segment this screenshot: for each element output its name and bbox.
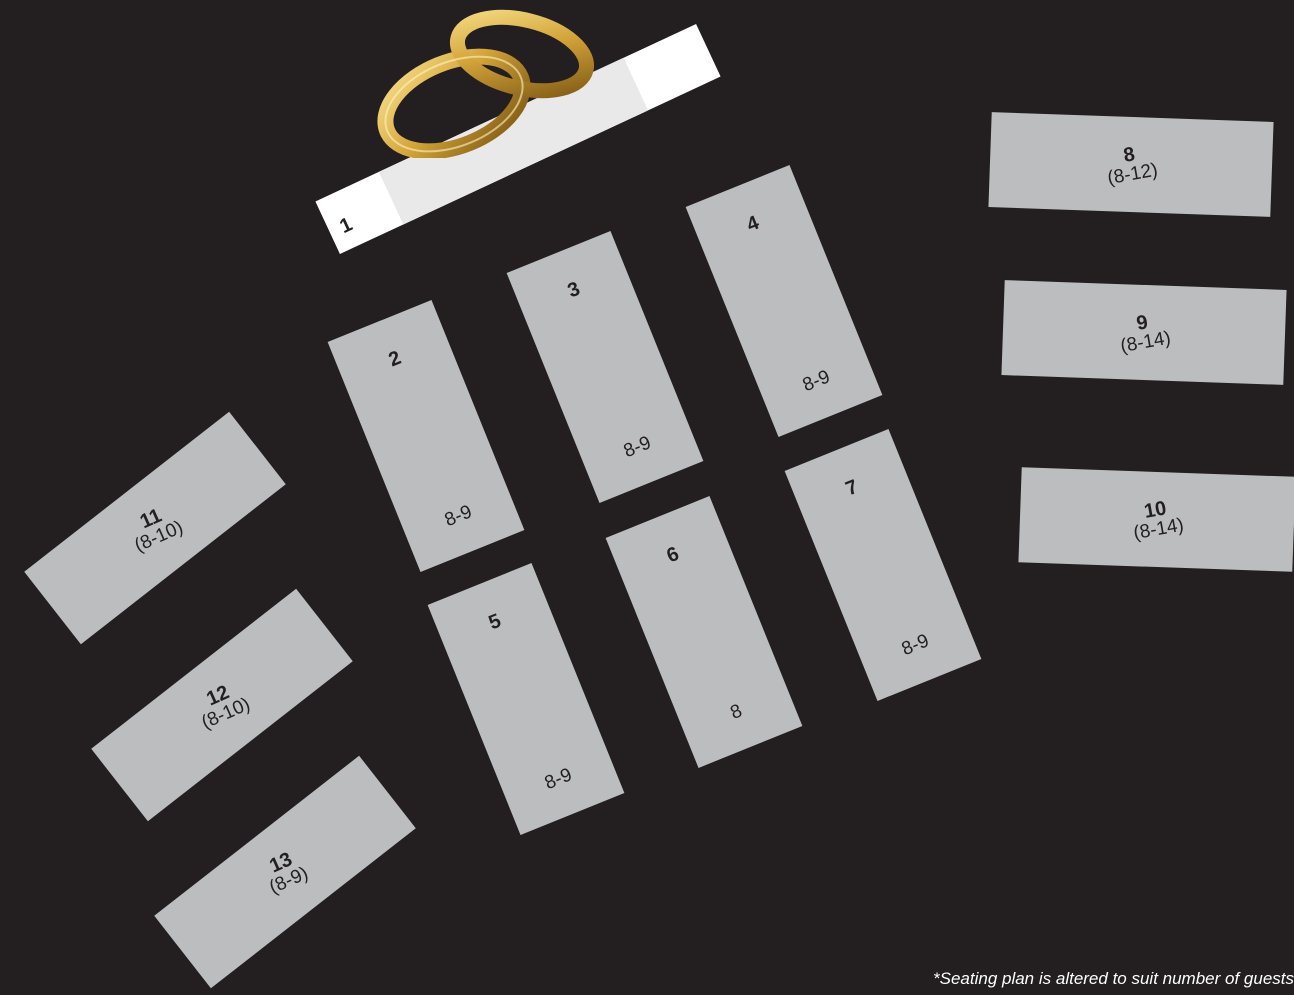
table-seats: 8-9: [503, 748, 615, 810]
wedding-rings-icon: [372, 6, 612, 158]
table-seats: 8-9: [860, 614, 972, 676]
table-seats: (8-10): [36, 475, 282, 599]
table-seats: 8-9: [403, 485, 515, 547]
table-caption: 10 (8-14): [1019, 476, 1294, 563]
table-seats: 8: [681, 681, 793, 743]
table-number: 2: [339, 328, 451, 391]
table-2: 2 8-9: [328, 300, 525, 572]
table-12: 12 (8-10): [91, 589, 353, 822]
table-number: 3: [518, 259, 630, 322]
table-9: 9 (8-14): [1001, 280, 1286, 385]
table-number: 4: [697, 193, 809, 256]
table-number: 11: [28, 457, 274, 581]
table-caption: 8 (8-12): [989, 120, 1274, 208]
table-8: 8 (8-12): [988, 112, 1273, 217]
table-number: 12: [95, 634, 341, 758]
table-10: 10 (8-14): [1018, 467, 1294, 572]
footnote: *Seating plan is altered to suit number …: [933, 969, 1294, 989]
table-3: 3 8-9: [507, 231, 704, 503]
table-caption: 12 (8-10): [95, 634, 349, 776]
table-seats: (8-10): [103, 652, 349, 776]
table-number: 5: [439, 591, 551, 654]
table-number: 6: [617, 524, 729, 587]
table-11: 11 (8-10): [24, 412, 286, 645]
table-13: 13 (8-9): [154, 756, 416, 989]
table-seats: 8-9: [582, 416, 694, 478]
table-caption: 9 (8-14): [1002, 288, 1287, 376]
table-number: 13: [158, 801, 404, 925]
table-number: 1: [336, 213, 356, 239]
table-5: 5 8-9: [428, 563, 625, 835]
table-caption: 11 (8-10): [28, 457, 282, 599]
table-4: 4 8-9: [686, 165, 883, 437]
table-seats: 8-9: [761, 350, 873, 412]
table-caption: 13 (8-9): [158, 801, 412, 943]
table-6: 6 8: [606, 496, 803, 768]
table-seats: (8-9): [166, 819, 412, 943]
table-7: 7 8-9: [785, 429, 982, 701]
table-number: 7: [796, 457, 908, 520]
